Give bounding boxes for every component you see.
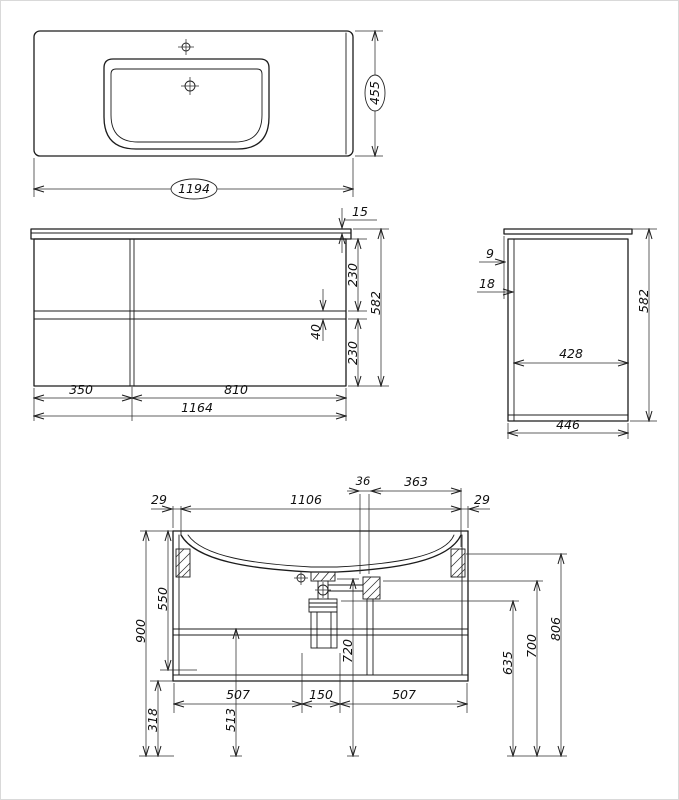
dim-29-right: 29	[474, 492, 490, 507]
dim-900: 900	[133, 619, 148, 643]
dim-36: 36	[356, 474, 371, 488]
side-countertop	[503, 228, 633, 235]
section-basin	[180, 530, 462, 573]
dim-507-right: 507	[392, 687, 416, 702]
section-dimensions: 36 363 29 1106 29 900 550 318 513	[133, 474, 567, 756]
dim-635: 635	[500, 651, 515, 675]
faucet-hole-mark	[178, 39, 194, 55]
dim-318: 318	[145, 708, 160, 732]
dim-edge-9: 9	[486, 246, 494, 261]
dim-left-350: 350	[69, 382, 93, 397]
top-view-dimensions: 455 1194	[34, 31, 386, 200]
basin-outline	[103, 58, 270, 150]
countertop-outline	[33, 30, 354, 157]
side-dimensions: 9 18 582 428 446	[477, 229, 657, 439]
front-cabinet	[33, 238, 347, 387]
dim-total-1164: 1164	[181, 400, 213, 415]
wall-bracket-left	[175, 548, 191, 578]
section-view: 36 363 29 1106 29 900 550 318 513	[133, 474, 567, 756]
dim-700: 700	[524, 634, 539, 658]
side-view: 9 18 582 428 446	[477, 229, 657, 439]
dim-inner-428: 428	[559, 346, 583, 361]
dim-right-810: 810	[224, 382, 248, 397]
dim-513: 513	[223, 708, 238, 732]
dim-lower-230: 230	[345, 341, 360, 365]
top-view: 455 1194	[33, 30, 386, 200]
front-dimensions: 15 230 40 230 582 350 810 1164	[34, 204, 389, 421]
dim-front-18: 18	[479, 276, 495, 291]
dim-550: 550	[155, 587, 170, 611]
front-countertop	[30, 228, 352, 240]
dim-upper-230: 230	[345, 263, 360, 287]
dim-363: 363	[404, 474, 428, 489]
side-cabinet	[507, 238, 629, 422]
dim-806: 806	[548, 617, 563, 641]
dim-gap-40: 40	[308, 324, 323, 340]
outlet-block	[362, 576, 381, 600]
width-dim-bubble	[170, 178, 218, 200]
dim-29-left: 29	[151, 492, 167, 507]
top-width-dim: 1194	[178, 181, 210, 196]
front-view: 15 230 40 230 582 350 810 1164	[30, 204, 389, 421]
dim-1106: 1106	[290, 492, 322, 507]
dim-front-height-582: 582	[368, 291, 383, 315]
dim-depth-446: 446	[556, 417, 580, 432]
top-depth-dim: 455	[367, 81, 382, 105]
dim-side-height-582: 582	[636, 289, 651, 313]
wall-bracket-right	[450, 548, 466, 578]
dim-150: 150	[309, 687, 333, 702]
dim-720: 720	[340, 639, 355, 663]
drain-mark	[181, 77, 199, 95]
drain-assembly	[294, 571, 364, 649]
section-cabinet	[172, 530, 469, 682]
dim-507-left: 507	[226, 687, 250, 702]
dim-countertop-15: 15	[352, 204, 368, 219]
depth-dim-bubble	[364, 74, 386, 112]
